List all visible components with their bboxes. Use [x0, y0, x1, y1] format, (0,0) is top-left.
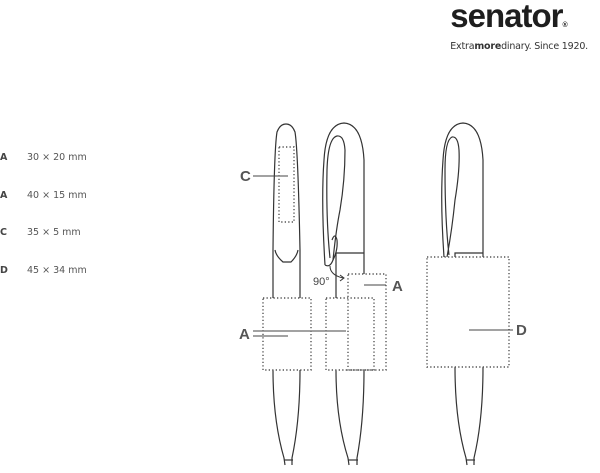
imprint-area-d	[426, 256, 510, 368]
imprint-area-a-side	[325, 297, 375, 371]
imprint-area-a-front	[262, 297, 312, 371]
brand-name: senator	[450, 0, 563, 34]
label-c: C	[240, 168, 251, 185]
label-d: D	[516, 322, 527, 339]
label-a-front: A	[239, 326, 250, 343]
registered-mark: ®	[562, 22, 567, 29]
pen-front-view	[272, 123, 301, 466]
imprint-area-a-rotated	[347, 273, 387, 371]
angle-label: 90°	[313, 276, 330, 288]
senator-logo: senator® Extramoredinary. Since 1920.	[450, 0, 588, 52]
pen-side-view	[322, 122, 365, 466]
brand-tagline: Extramoredinary. Since 1920.	[450, 41, 588, 52]
imprint-area-c	[278, 146, 295, 223]
pen-back-view	[441, 122, 484, 466]
label-a-side: A	[392, 278, 403, 295]
